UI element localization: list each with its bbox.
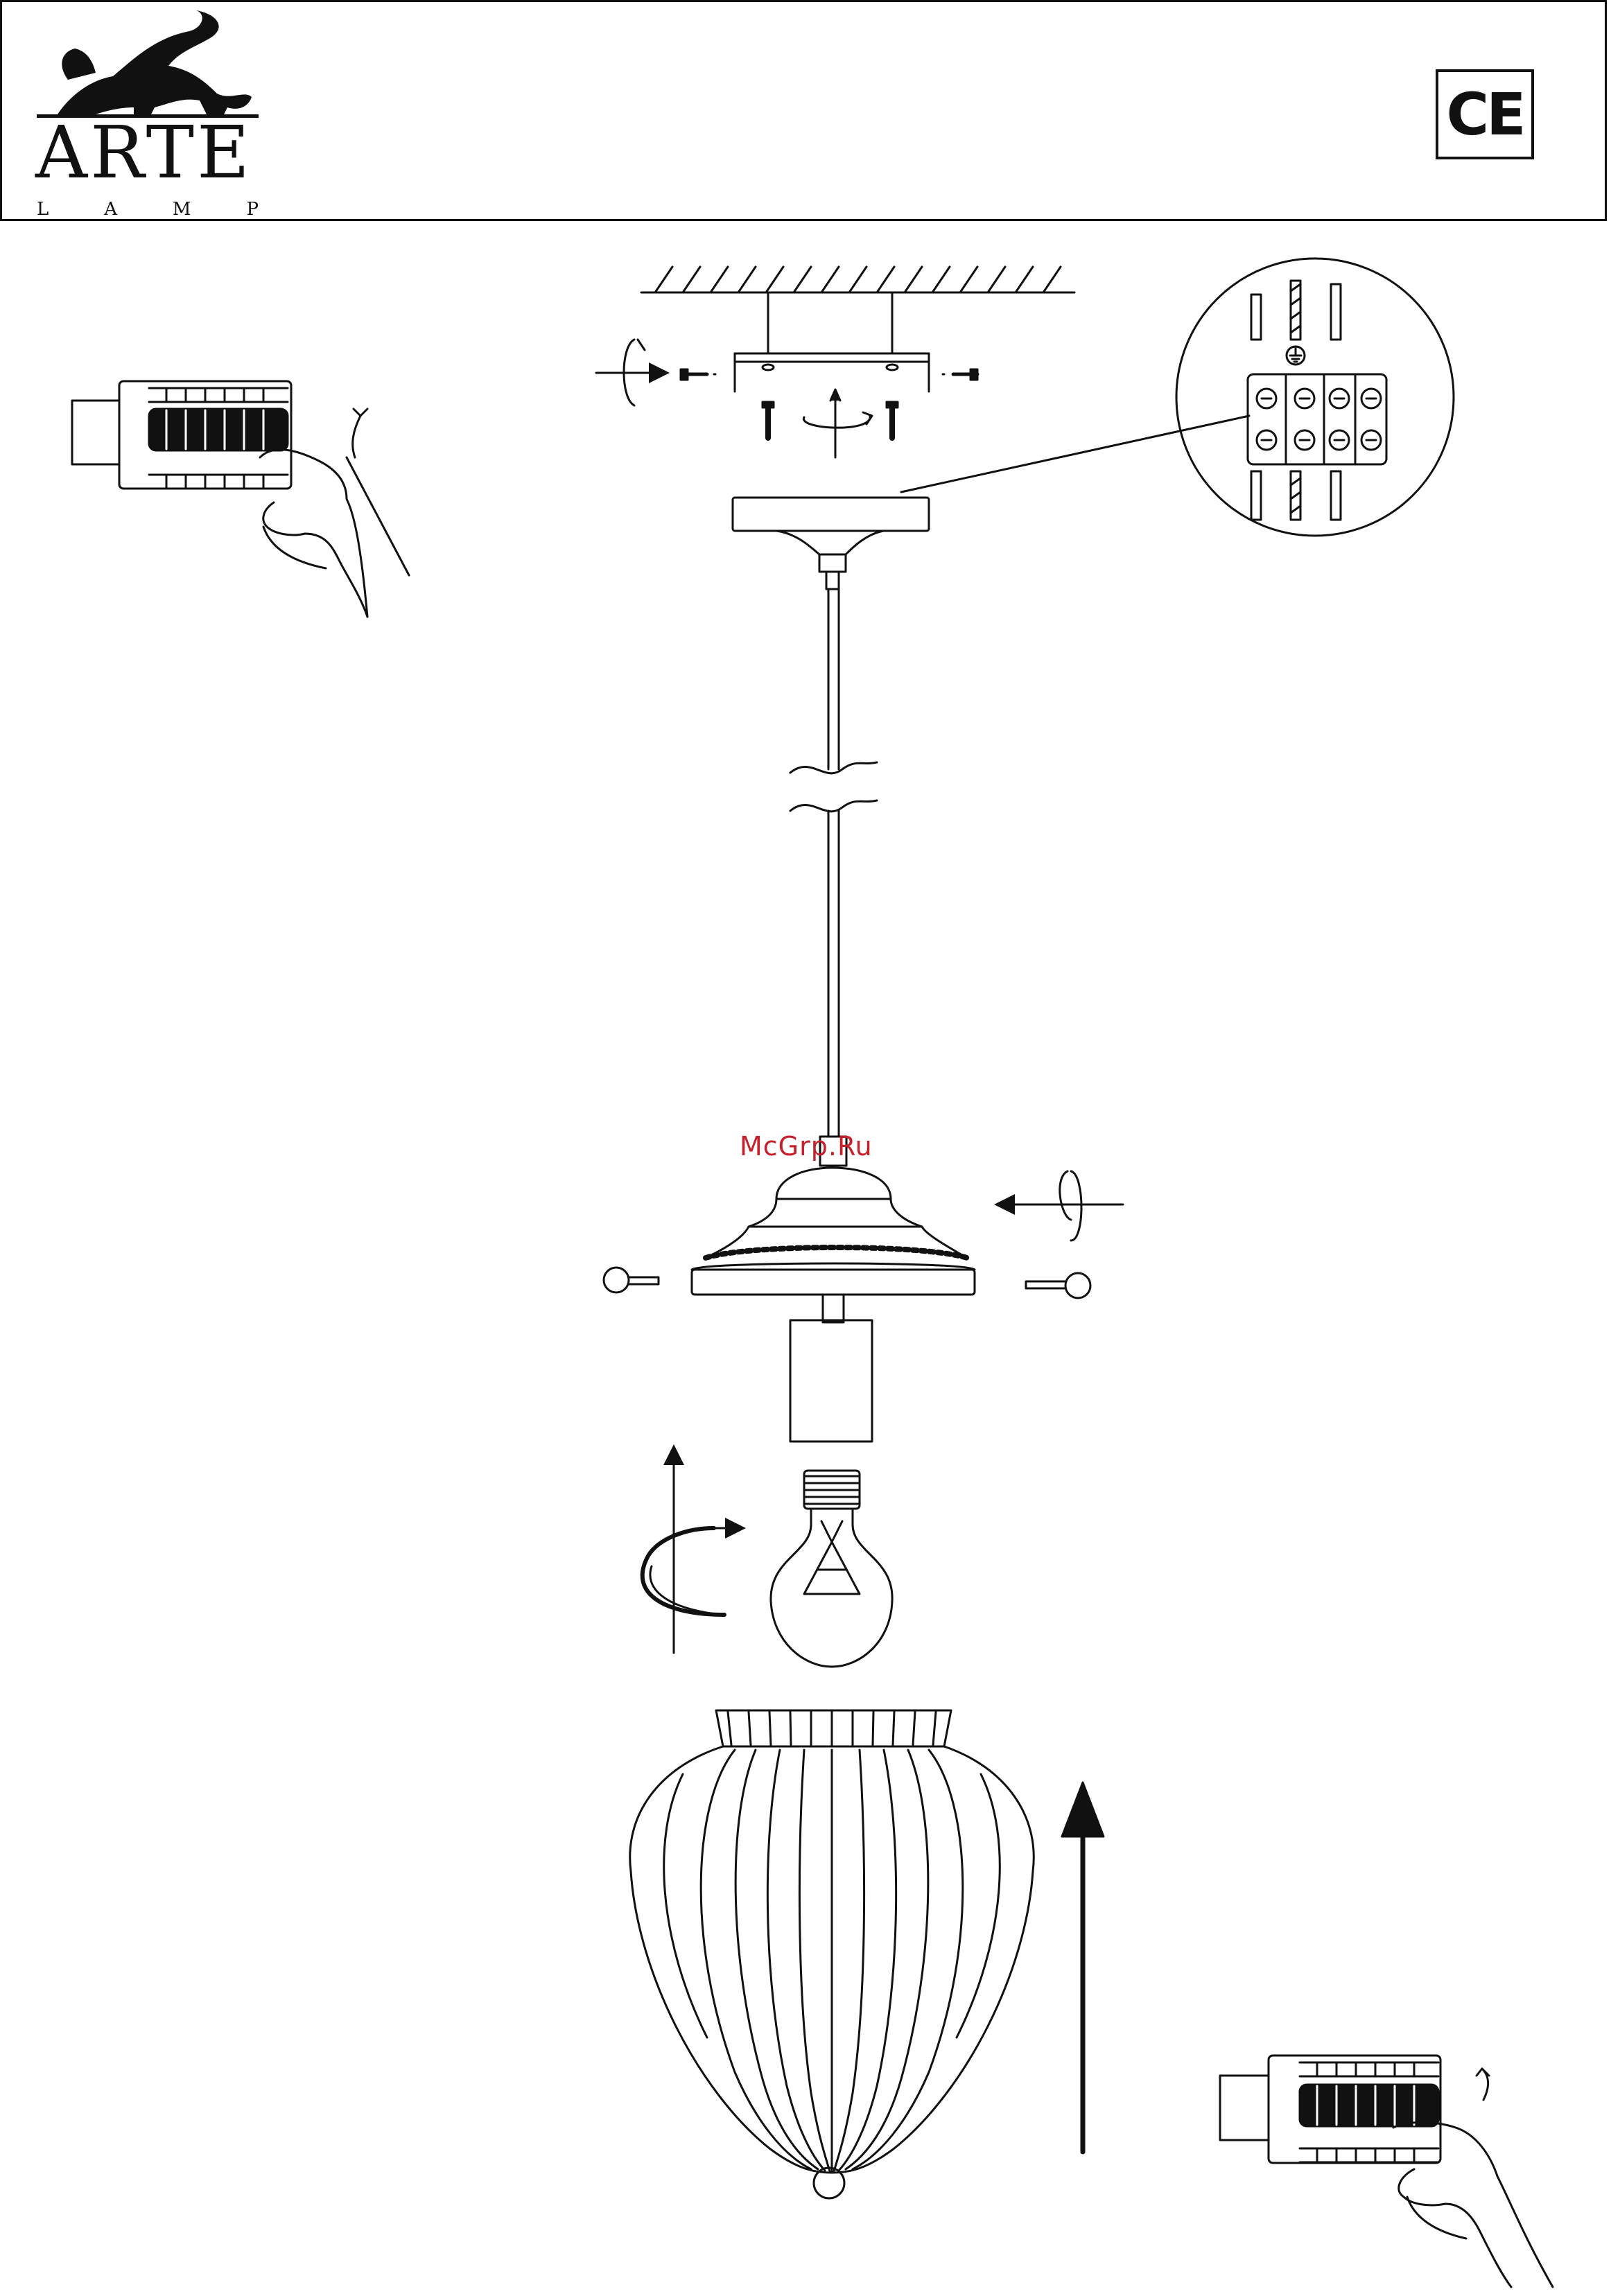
power-on-switch-icon [1220, 2056, 1553, 2287]
glass-shade-icon [630, 1710, 1034, 2198]
mounting-bracket-icon [735, 353, 929, 392]
rotate-arrow-icon [643, 1448, 742, 1653]
ceiling-hatch-icon [641, 267, 1074, 353]
ceiling-canopy-icon [733, 498, 929, 589]
up-arrow-icon [1062, 1782, 1104, 2152]
power-off-switch-icon [72, 381, 409, 617]
watermark-text: McGrp.Ru [740, 1131, 873, 1162]
ground-symbol-icon [1287, 347, 1305, 365]
cord-break-icon [790, 589, 877, 1137]
lamp-holder-icon [604, 1137, 1123, 1441]
terminal-block-detail-icon [901, 258, 1454, 536]
light-bulb-icon [771, 1471, 892, 1667]
